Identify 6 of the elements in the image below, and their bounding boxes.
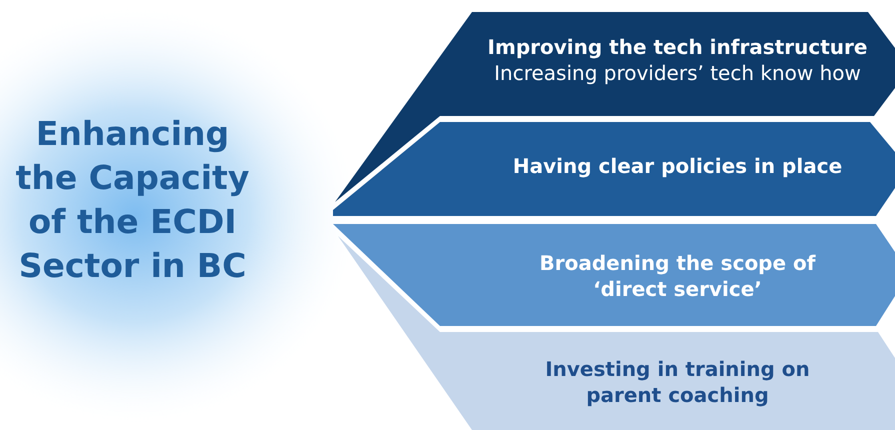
band-heading: Broadening the scope of ‘direct service’: [538, 250, 817, 302]
band-heading: Having clear policies in place: [512, 153, 842, 179]
title: Enhancing the Capacity of the ECDI Sector in BC: [14, 113, 250, 287]
band-heading: Improving the tech infrastructure: [488, 34, 868, 60]
band-heading: Investing in training on parent coaching: [544, 356, 811, 408]
band-subtext: Increasing providers’ tech know how: [494, 60, 861, 86]
